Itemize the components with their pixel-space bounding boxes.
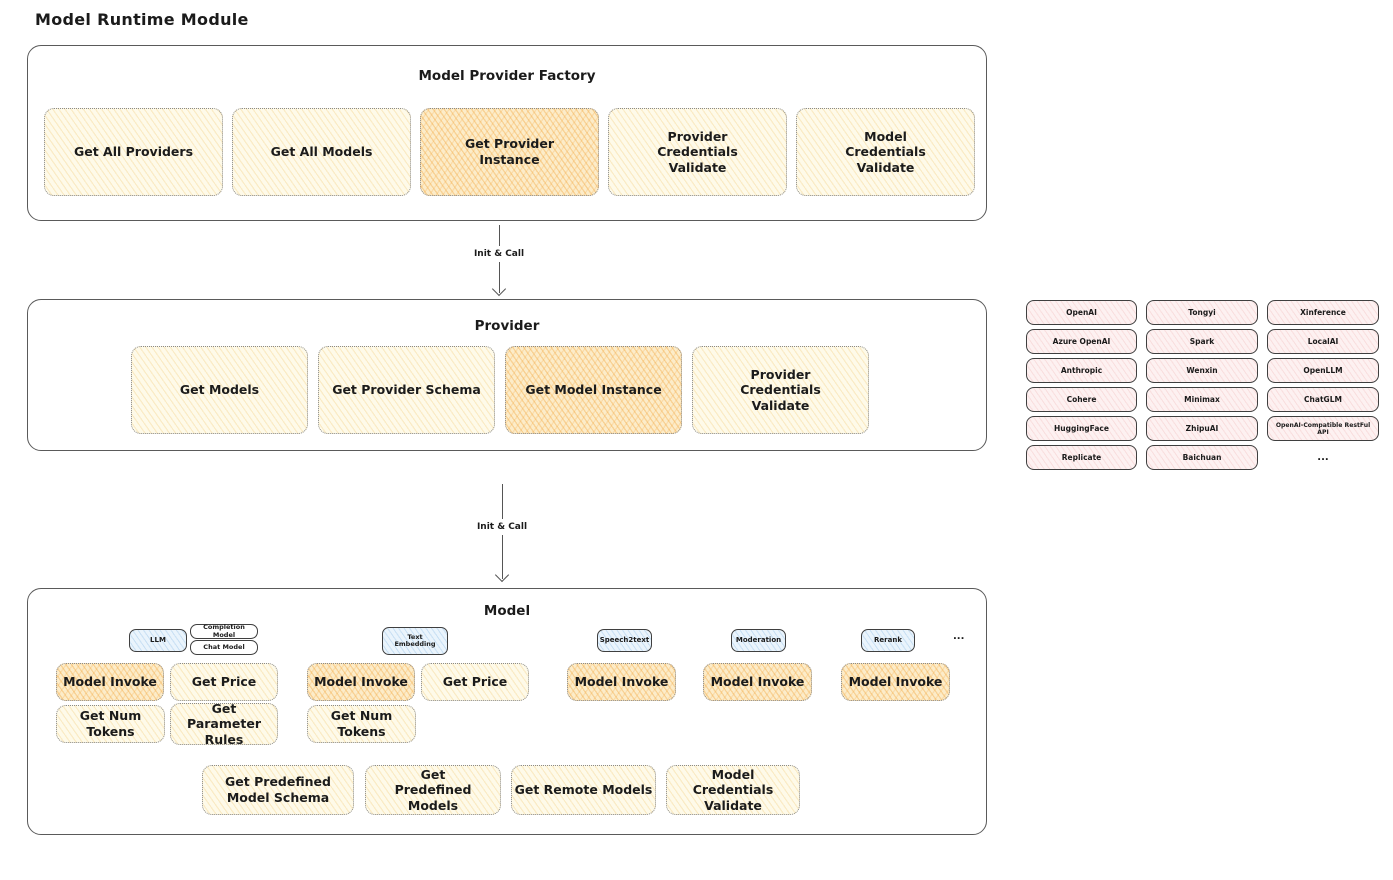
provider-button-provider-credentials-validate: Provider Credentials Validate bbox=[692, 346, 869, 434]
button-label: Get Predefined Models bbox=[394, 766, 472, 813]
provider-chip-chatglm: ChatGLM bbox=[1267, 387, 1379, 412]
provider-chip-baichuan: Baichuan bbox=[1146, 445, 1258, 470]
provider-chip-wenxin: Wenxin bbox=[1146, 358, 1258, 383]
button-label: Get Num Tokens bbox=[330, 708, 393, 739]
model-panel-title: Model bbox=[483, 603, 531, 619]
tab-rerank: Rerank bbox=[861, 629, 915, 652]
model-credentials-validate-button: Model Credentials Validate bbox=[666, 765, 800, 815]
provider-chip-huggingface: HuggingFace bbox=[1026, 416, 1137, 441]
provider-chip-openai: OpenAI bbox=[1026, 300, 1137, 325]
embedding-model-invoke-button: Model Invoke bbox=[307, 663, 415, 701]
get-predefined-models-button: Get Predefined Models bbox=[365, 765, 501, 815]
page-title: Model Runtime Module bbox=[35, 10, 249, 29]
tab-llm: LLM bbox=[129, 629, 187, 652]
button-label: Model Credentials Validate bbox=[845, 128, 926, 175]
provider-chip-anthropic: Anthropic bbox=[1026, 358, 1137, 383]
arrowhead-icon bbox=[491, 281, 507, 297]
tab-completion-model: Completion Model bbox=[190, 623, 258, 639]
get-remote-models-button: Get Remote Models bbox=[511, 765, 656, 815]
tab-text-embedding: Text Embedding bbox=[382, 627, 448, 655]
model-panel: Model LLM Completion Model Chat Model Te… bbox=[27, 588, 1003, 851]
factory-panel-title: Model Provider Factory bbox=[418, 68, 596, 84]
button-label: Get Model Instance bbox=[525, 382, 662, 398]
embedding-get-price-button: Get Price bbox=[421, 663, 529, 701]
moderation-model-invoke-button: Model Invoke bbox=[703, 663, 812, 701]
llm-get-num-tokens-button: Get Num Tokens bbox=[56, 705, 165, 743]
button-label: Model Invoke bbox=[63, 674, 157, 690]
provider-button-get-provider-schema: Get Provider Schema bbox=[318, 346, 495, 434]
provider-chip-openllm: OpenLLM bbox=[1267, 358, 1379, 383]
provider-chip-tongyi: Tongyi bbox=[1146, 300, 1258, 325]
button-label: Get Price bbox=[442, 674, 508, 690]
llm-get-parameter-rules-button: Get Parameter Rules bbox=[170, 700, 278, 747]
button-label: Get Provider Schema bbox=[332, 382, 481, 398]
factory-button-get-all-providers: Get All Providers bbox=[44, 108, 223, 196]
button-label: Get Provider Instance bbox=[464, 136, 554, 167]
provider-chip-spark: Spark bbox=[1146, 329, 1258, 354]
rerank-model-invoke-button: Model Invoke bbox=[841, 663, 950, 701]
arrow-label-init-call: Init & Call bbox=[469, 518, 535, 535]
tab-chat-model: Chat Model bbox=[190, 640, 258, 655]
arrowhead-icon bbox=[494, 567, 510, 583]
factory-button-provider-credentials-validate: Provider Credentials Validate bbox=[608, 108, 787, 196]
button-label: Model Invoke bbox=[574, 674, 669, 690]
provider-chip-xinference: Xinference bbox=[1267, 300, 1379, 325]
provider-panel-title: Provider bbox=[474, 318, 540, 334]
button-label: Get All Providers bbox=[73, 144, 194, 160]
factory-panel: Model Provider Factory Get All Providers… bbox=[27, 45, 987, 221]
button-label: Get Num Tokens bbox=[79, 708, 142, 739]
provider-chips-ellipsis: ... bbox=[1317, 452, 1329, 463]
tab-moderation: Moderation bbox=[731, 629, 786, 652]
get-predefined-model-schema-button: Get Predefined Model Schema bbox=[202, 765, 354, 815]
provider-chip-zhipuai: ZhipuAI bbox=[1146, 416, 1258, 441]
provider-button-get-model-instance: Get Model Instance bbox=[505, 346, 682, 434]
button-label: Get All Models bbox=[270, 144, 373, 160]
provider-chip-minimax: Minimax bbox=[1146, 387, 1258, 412]
factory-button-model-credentials-validate: Model Credentials Validate bbox=[796, 108, 975, 196]
factory-button-get-all-models: Get All Models bbox=[232, 108, 411, 196]
model-tabs-ellipsis: ... bbox=[953, 631, 965, 642]
button-label: Get Predefined Model Schema bbox=[225, 774, 331, 805]
button-label: Model Invoke bbox=[710, 674, 805, 690]
button-label: Model Invoke bbox=[314, 674, 408, 690]
provider-chip-cohere: Cohere bbox=[1026, 387, 1137, 412]
button-label: Provider Credentials Validate bbox=[657, 128, 738, 175]
button-label: Provider Credentials Validate bbox=[740, 366, 821, 413]
button-label: Get Price bbox=[191, 674, 257, 690]
provider-chip-azure-openai: Azure OpenAI bbox=[1026, 329, 1137, 354]
provider-chip-localai: LocalAI bbox=[1267, 329, 1379, 354]
tab-speech2text: Speech2text bbox=[597, 629, 652, 652]
embedding-get-num-tokens-button: Get Num Tokens bbox=[307, 705, 416, 743]
speech2text-model-invoke-button: Model Invoke bbox=[567, 663, 676, 701]
llm-get-price-button: Get Price bbox=[170, 663, 278, 701]
button-label: Get Parameter Rules bbox=[187, 700, 261, 747]
provider-chip-openai-compatible-restful-api: OpenAI-Compatible RestFul API bbox=[1267, 416, 1379, 441]
llm-model-invoke-button: Model Invoke bbox=[56, 663, 164, 701]
provider-chip-replicate: Replicate bbox=[1026, 445, 1137, 470]
factory-button-get-provider-instance: Get Provider Instance bbox=[420, 108, 599, 196]
button-label: Get Models bbox=[179, 382, 260, 398]
button-label: Model Invoke bbox=[848, 674, 943, 690]
button-label: Model Credentials Validate bbox=[692, 766, 774, 813]
arrow-label-init-call: Init & Call bbox=[466, 246, 532, 263]
provider-panel: Provider Get Models Get Provider Schema … bbox=[27, 299, 1003, 467]
provider-button-get-models: Get Models bbox=[131, 346, 308, 434]
provider-implementations-grid: OpenAI Tongyi Xinference Azure OpenAI Sp… bbox=[1026, 300, 1379, 470]
button-label: Get Remote Models bbox=[514, 782, 653, 798]
